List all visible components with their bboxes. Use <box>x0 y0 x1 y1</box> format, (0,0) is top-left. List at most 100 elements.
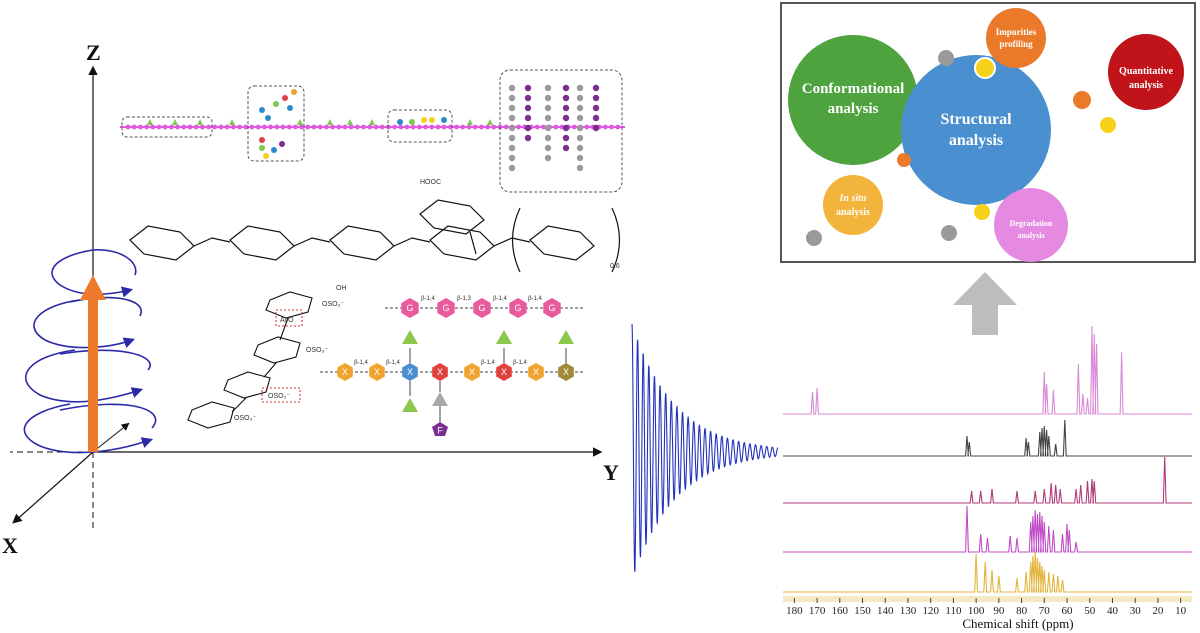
nmr-spectrum-trace <box>783 325 1192 415</box>
impurities-line1: Impurities <box>996 27 1037 37</box>
ppm-tick-label: 150 <box>854 605 871 617</box>
ppm-tick-label: 120 <box>922 605 939 617</box>
chain-bead <box>169 124 174 130</box>
branch-residue <box>544 144 552 152</box>
sulfate-label-2: OSO₃⁻ <box>306 347 328 354</box>
arabinose-unit <box>402 330 418 344</box>
chain-bead <box>212 124 218 130</box>
chain-bead <box>410 124 416 130</box>
chain-bead <box>274 124 280 130</box>
chain-bead <box>541 124 546 130</box>
insitu-line2: analysis <box>836 207 870 218</box>
branch-residue <box>592 124 600 132</box>
xylose-unit-letter: X <box>374 367 380 377</box>
ppm-tick-label: 100 <box>968 605 985 617</box>
branch-residue <box>592 114 600 122</box>
ppm-axis-band <box>783 596 1192 602</box>
chain-bead <box>231 124 236 130</box>
repeat-bracket-left <box>511 207 521 273</box>
ppm-tick-label: 180 <box>786 605 803 617</box>
chain-bead <box>379 124 385 130</box>
ppm-tick-label: 70 <box>1039 605 1051 617</box>
x-axis-positive <box>92 422 130 453</box>
branch-residue <box>544 124 552 132</box>
chain-bead <box>572 124 577 130</box>
branch-residue <box>259 137 265 143</box>
branch-residue <box>397 119 403 125</box>
branch-residue <box>576 104 584 112</box>
xylose-unit <box>337 363 353 381</box>
branch-residue <box>409 119 415 125</box>
acetyl-label: AcO <box>280 317 294 324</box>
sugar-ring <box>429 225 495 261</box>
ppm-tick-label: 170 <box>809 605 826 617</box>
branch-residue <box>259 145 265 151</box>
sugar-ring <box>529 225 595 261</box>
glucose-unit-letter: G <box>406 303 413 313</box>
fucose-letter: F <box>437 425 443 435</box>
branch-residue <box>576 94 584 102</box>
arabinose-unit <box>402 398 418 412</box>
chain-bead <box>361 124 366 130</box>
glucose-unit <box>543 298 561 318</box>
branch-residue <box>562 134 570 142</box>
glucose-unit-letter: G <box>548 303 555 313</box>
bubble-conformational <box>788 35 918 165</box>
branch-residue <box>282 95 288 101</box>
hooc-label: HOOC <box>420 179 441 186</box>
conformational-line1: Conformational <box>802 81 905 97</box>
chain-bead <box>336 124 342 130</box>
structural-line1: Structural <box>940 111 1012 128</box>
branch-residue <box>562 144 570 152</box>
chain-bead <box>398 124 404 130</box>
chain-bead <box>603 124 608 130</box>
side-marker <box>229 119 235 125</box>
degradation-line2: analysis <box>1017 231 1044 240</box>
impurities-line2: profiling <box>999 39 1033 49</box>
branch-residue <box>544 114 552 122</box>
branch-residue <box>508 84 516 92</box>
glycosidic-bond <box>393 237 431 247</box>
bubble-structural <box>901 55 1051 205</box>
branch-residue <box>287 105 293 111</box>
branch-residue <box>576 154 584 162</box>
chain-bead <box>615 124 621 130</box>
chain-bead <box>553 124 559 130</box>
upward-arrow <box>953 272 1017 335</box>
branch-residue <box>508 94 516 102</box>
sugar-ring-branch <box>419 199 485 235</box>
glucose-unit <box>437 298 455 318</box>
chain-bead <box>237 124 243 130</box>
subscript-label: 0.6 <box>610 263 620 270</box>
branch-residue <box>508 144 516 152</box>
branch-residue <box>524 114 532 122</box>
chain-bead <box>311 124 317 130</box>
branch-residue <box>562 114 570 122</box>
xylose-unit <box>369 363 385 381</box>
arabinose-unit <box>496 330 512 344</box>
ppm-tick-label: 20 <box>1152 605 1164 617</box>
branch-bond <box>469 231 477 255</box>
dot-gray-3 <box>806 230 822 246</box>
ppm-axis-title: Chemical shift (ppm) <box>962 616 1073 631</box>
branch-residue <box>429 117 435 123</box>
dot-gray-1 <box>938 50 954 66</box>
branch-residue <box>508 104 516 112</box>
side-marker <box>297 119 303 125</box>
polysaccharide-structure <box>129 199 621 273</box>
glucose-unit-letter: G <box>442 303 449 313</box>
glucose-unit <box>473 298 491 318</box>
sulfate-box <box>261 387 301 403</box>
ppm-tick-label: 110 <box>945 605 962 617</box>
ppm-tick-label: 160 <box>832 605 849 617</box>
side-marker <box>347 119 353 125</box>
conformational-line2: analysis <box>828 101 879 117</box>
chain-bead <box>441 124 447 130</box>
sulfate-label-4: OSO₃⁻ <box>234 415 256 422</box>
chain-bead <box>138 124 143 130</box>
chain-bead <box>454 124 459 130</box>
bottom-linkage-label: β-1,4 <box>481 360 495 366</box>
nmr-spectrum-trace <box>783 419 1192 457</box>
branch-residue <box>576 144 584 152</box>
